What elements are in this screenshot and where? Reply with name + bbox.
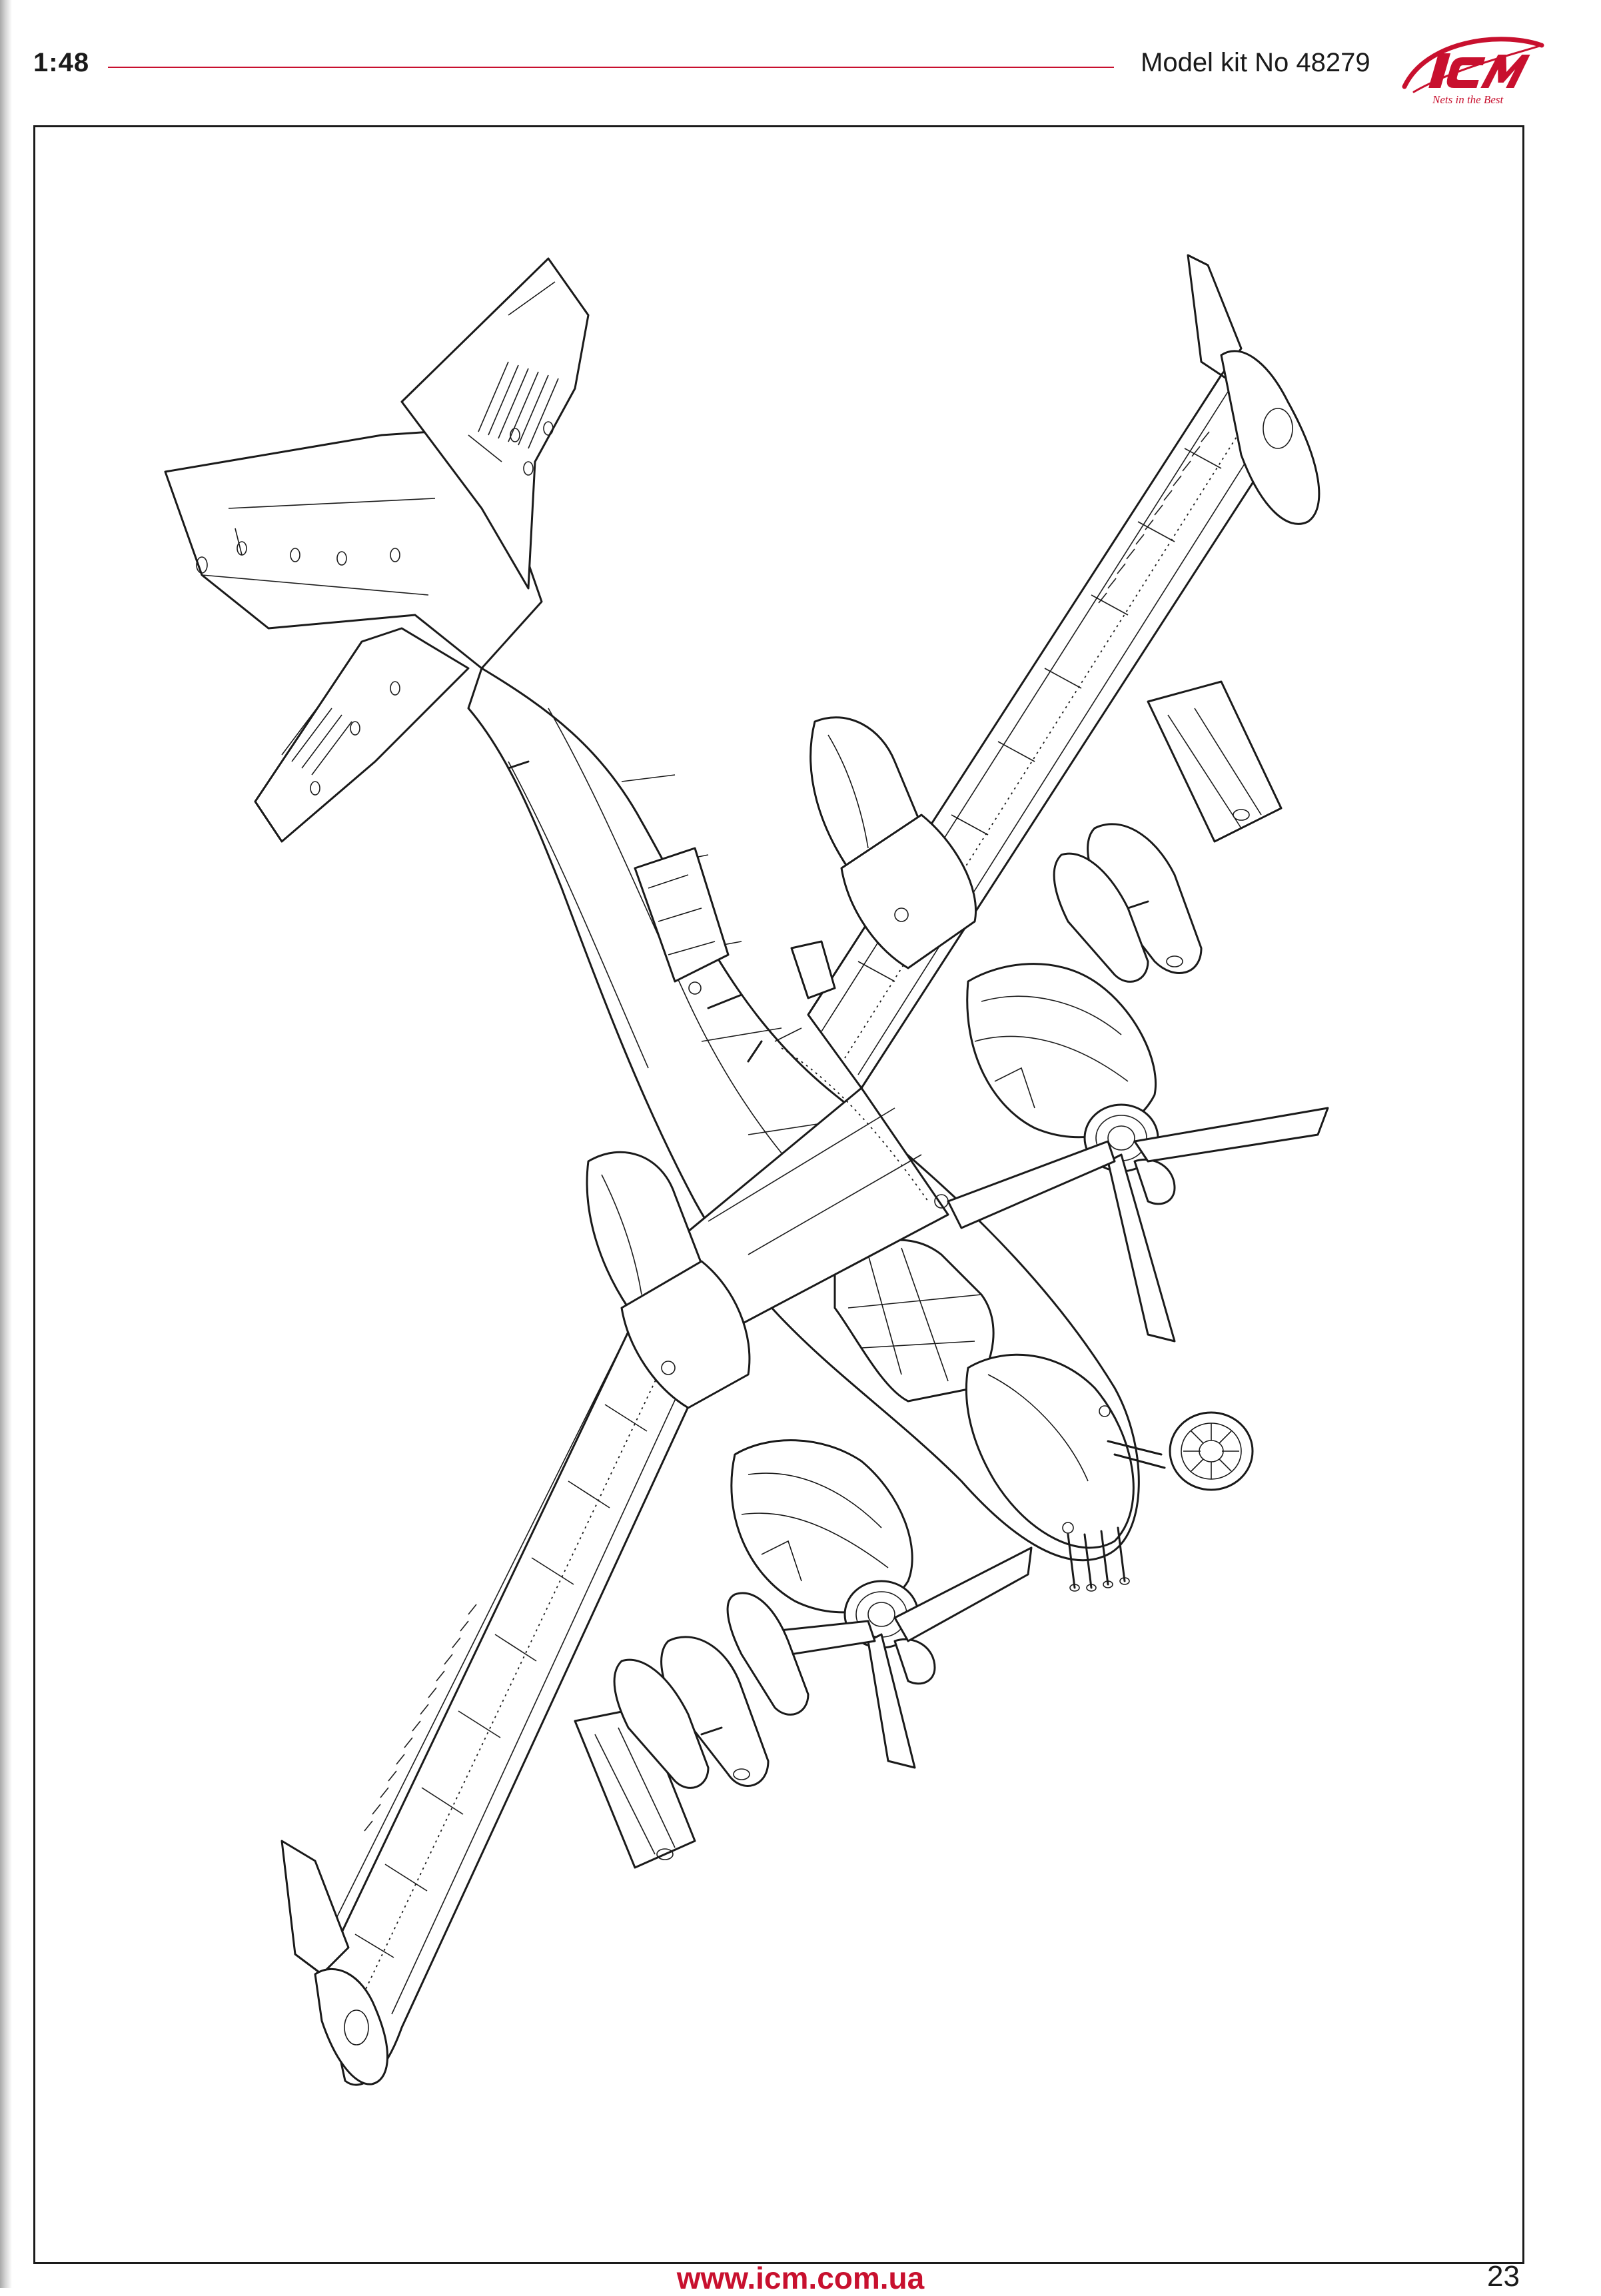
right-engine xyxy=(809,716,1329,1343)
nose-guns xyxy=(1067,1526,1130,1592)
logo-tagline: Nets in the Best xyxy=(1432,93,1504,106)
drawing-frame xyxy=(33,125,1524,2264)
tail-assembly xyxy=(164,257,590,843)
footer-url[interactable]: www.icm.com.ua xyxy=(676,2261,925,2295)
rudder-ribs xyxy=(478,361,559,449)
scale-label: 1:48 xyxy=(33,48,90,77)
aircraft-line-drawing xyxy=(164,254,1329,2086)
left-engine xyxy=(586,1151,1033,1769)
page-number: 23 xyxy=(1487,2260,1520,2293)
kit-number-label: Model kit No 48279 xyxy=(1141,48,1370,77)
icm-logo xyxy=(1402,37,1544,93)
right-wing-stores xyxy=(1053,680,1283,983)
left-aileron-ribs xyxy=(364,1604,477,1832)
page-header: 1:48 Model kit No 48279 Nets in the Best xyxy=(0,0,1601,120)
right-aileron-ribs xyxy=(1098,431,1210,604)
left-wing-stores xyxy=(574,1592,809,1869)
nose-landing-gear xyxy=(1107,1411,1254,1491)
header-rule xyxy=(108,67,1114,68)
lower-fin-ribs xyxy=(281,701,352,776)
right-propeller xyxy=(947,1107,1329,1343)
page-binding-edge xyxy=(0,0,12,2288)
left-wing xyxy=(280,1247,723,2086)
right-wing xyxy=(807,254,1321,1089)
fuselage xyxy=(467,667,1140,1592)
